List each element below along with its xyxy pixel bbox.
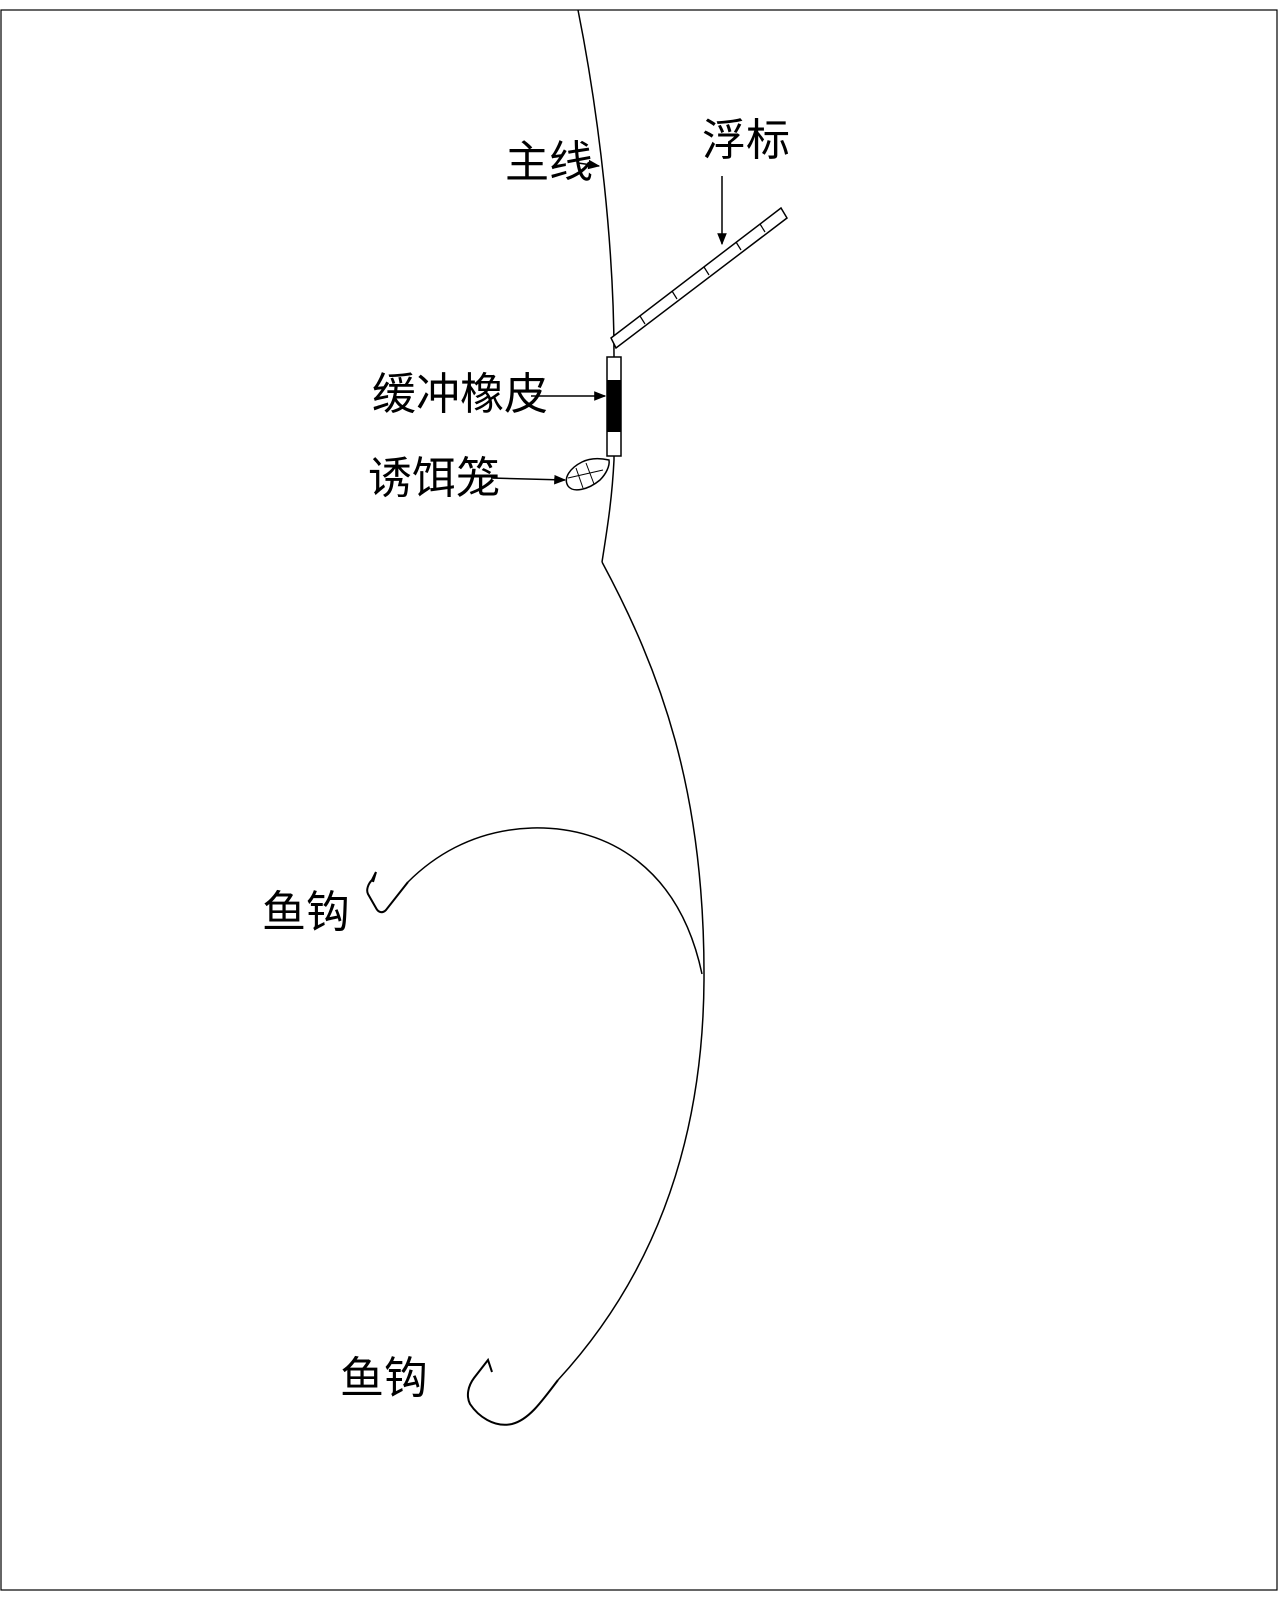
label-bait-cage: 诱饵笼 [368, 453, 500, 504]
main-line-upper [577, 9, 615, 563]
drawing-frame [0, 9, 1278, 1591]
upper-hook-icon [366, 871, 409, 914]
buffer-rubber-icon [606, 356, 622, 457]
label-float: 浮标 [702, 115, 790, 166]
lower-hook-icon [466, 1357, 559, 1426]
main-line-lower [557, 561, 705, 1381]
label-hook-upper: 鱼钩 [262, 887, 350, 938]
bait-cage-icon [565, 457, 610, 491]
arrow-bait-cage [490, 474, 567, 485]
label-buffer-rubber: 缓冲橡皮 [372, 369, 548, 420]
label-hook-lower: 鱼钩 [340, 1353, 428, 1404]
branch-line-upper-hook [407, 827, 703, 975]
float-icon [610, 206, 788, 350]
arrow-main-line [577, 159, 601, 170]
